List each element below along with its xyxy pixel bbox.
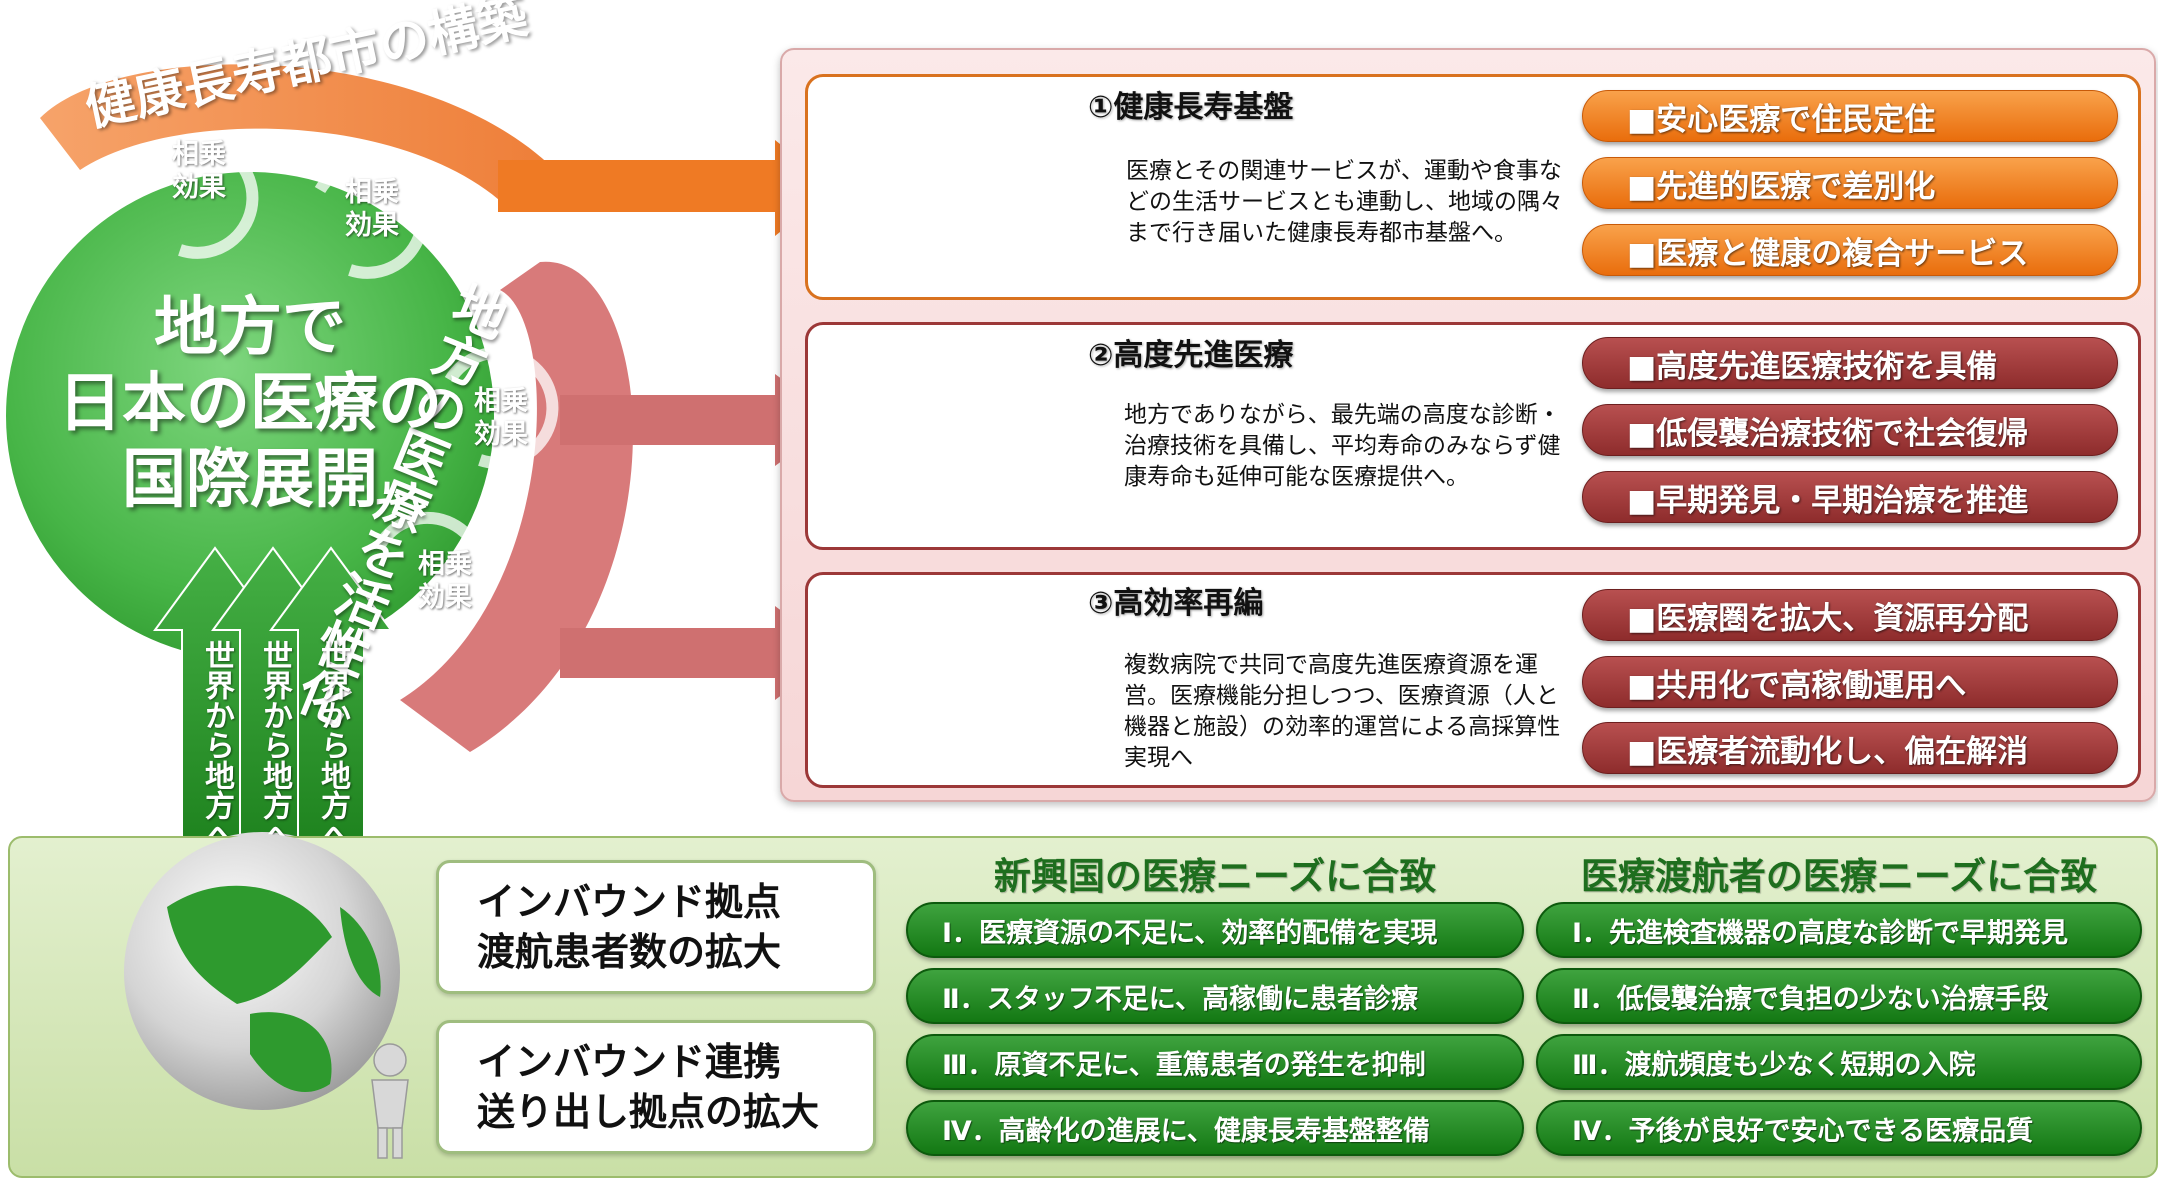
travelers-needs-item: Ⅰ．先進検査機器の高度な診断で早期発見: [1536, 902, 2142, 958]
center-title-line3: 国際展開: [122, 443, 378, 517]
red-arrow-2: [560, 606, 838, 700]
synergy-label: 相乗効果: [345, 177, 399, 241]
section-1-pill: ■医療と健康の複合サービス: [1582, 224, 2118, 276]
travelers-needs-item: Ⅲ．渡航頻度も少なく短期の入院: [1536, 1034, 2142, 1090]
emerging-needs-item: Ⅱ．スタッフ不足に、高稼働に患者診療: [906, 968, 1524, 1024]
orange-arc-band: [40, 64, 560, 205]
section-1-pill: ■安心医療で住民定住: [1582, 90, 2118, 142]
globe-arrow-label: 世界から地方へ: [315, 640, 350, 850]
inbound-box-2-line1: インバウンド連携: [477, 1040, 782, 1084]
person-icon: [371, 1043, 409, 1159]
synergy-label: 相乗効果: [418, 549, 472, 613]
section-1-title: ①健康長寿基盤: [1088, 90, 1294, 125]
emerging-needs-item: Ⅰ．医療資源の不足に、効率的配備を実現: [906, 902, 1524, 958]
orange-arrow: [498, 140, 835, 236]
section-1-pill: ■先進的医療で差別化: [1582, 157, 2118, 209]
center-title-line2: 日本の医療の: [58, 367, 442, 441]
globe-arrow-label: 世界から地方へ: [257, 640, 292, 850]
section-2-title: ②高度先進医療: [1088, 338, 1294, 373]
section-2-pill: ■低侵襲治療技術で社会復帰: [1582, 404, 2118, 456]
inbound-box-1-line1: インバウンド拠点: [477, 880, 782, 924]
globe-icon: [124, 834, 400, 1110]
section-2-pill: ■早期発見・早期治療を推進: [1582, 471, 2118, 523]
inbound-box-1-line2: 渡航患者数の拡大: [477, 930, 782, 974]
travelers-needs-item: Ⅳ．予後が良好で安心できる医療品質: [1536, 1100, 2142, 1156]
emerging-needs-item: Ⅳ．高齢化の進展に、健康長寿基盤整備: [906, 1100, 1524, 1156]
travelers-needs-title: 医療渡航者の医療ニーズに合致: [1580, 855, 2098, 898]
synergy-label: 相乗効果: [172, 139, 226, 203]
section-3-pill: ■共用化で高稼働運用へ: [1582, 656, 2118, 708]
center-title: 地方で 日本の医療の 国際展開: [20, 290, 480, 518]
red-arrow-1: [560, 374, 838, 466]
section-3-pill: ■医療圏を拡大、資源再分配: [1582, 589, 2118, 641]
inbound-box-2-line2: 送り出し拠点の拡大: [477, 1090, 820, 1134]
section-1-text: 医療とその関連サービスが、運動や食事などの生活サービスとも連動し、地域の隅々まで…: [1126, 158, 1563, 246]
green-up-arrows: [153, 546, 393, 881]
globe-arrow-label: 世界から地方へ: [199, 640, 234, 850]
emerging-needs-item: Ⅲ．原資不足に、重篤患者の発生を抑制: [906, 1034, 1524, 1090]
section-3-title: ③高効率再編: [1088, 586, 1264, 621]
emerging-needs-title: 新興国の医療ニーズに合致: [993, 855, 1437, 898]
inbound-box-2: インバウンド連携 送り出し拠点の拡大: [436, 1020, 876, 1154]
section-3-text: 複数病院で共同で高度先進医療資源を運営。医療機能分担しつつ、医療資源（人と機器と…: [1124, 652, 1561, 771]
section-3-pill: ■医療者流動化し、偏在解消: [1582, 722, 2118, 774]
section-2-text: 地方でありながら、最先端の高度な診断・治療技術を具備し、平均寿命のみならず健康寿…: [1124, 402, 1561, 490]
center-title-line1: 地方で: [154, 291, 346, 365]
inbound-box-1: インバウンド拠点 渡航患者数の拡大: [436, 860, 876, 994]
travelers-needs-item: Ⅱ．低侵襲治療で負担の少ない治療手段: [1536, 968, 2142, 1024]
section-2-pill: ■高度先進医療技術を具備: [1582, 337, 2118, 389]
synergy-label: 相乗効果: [474, 386, 528, 450]
